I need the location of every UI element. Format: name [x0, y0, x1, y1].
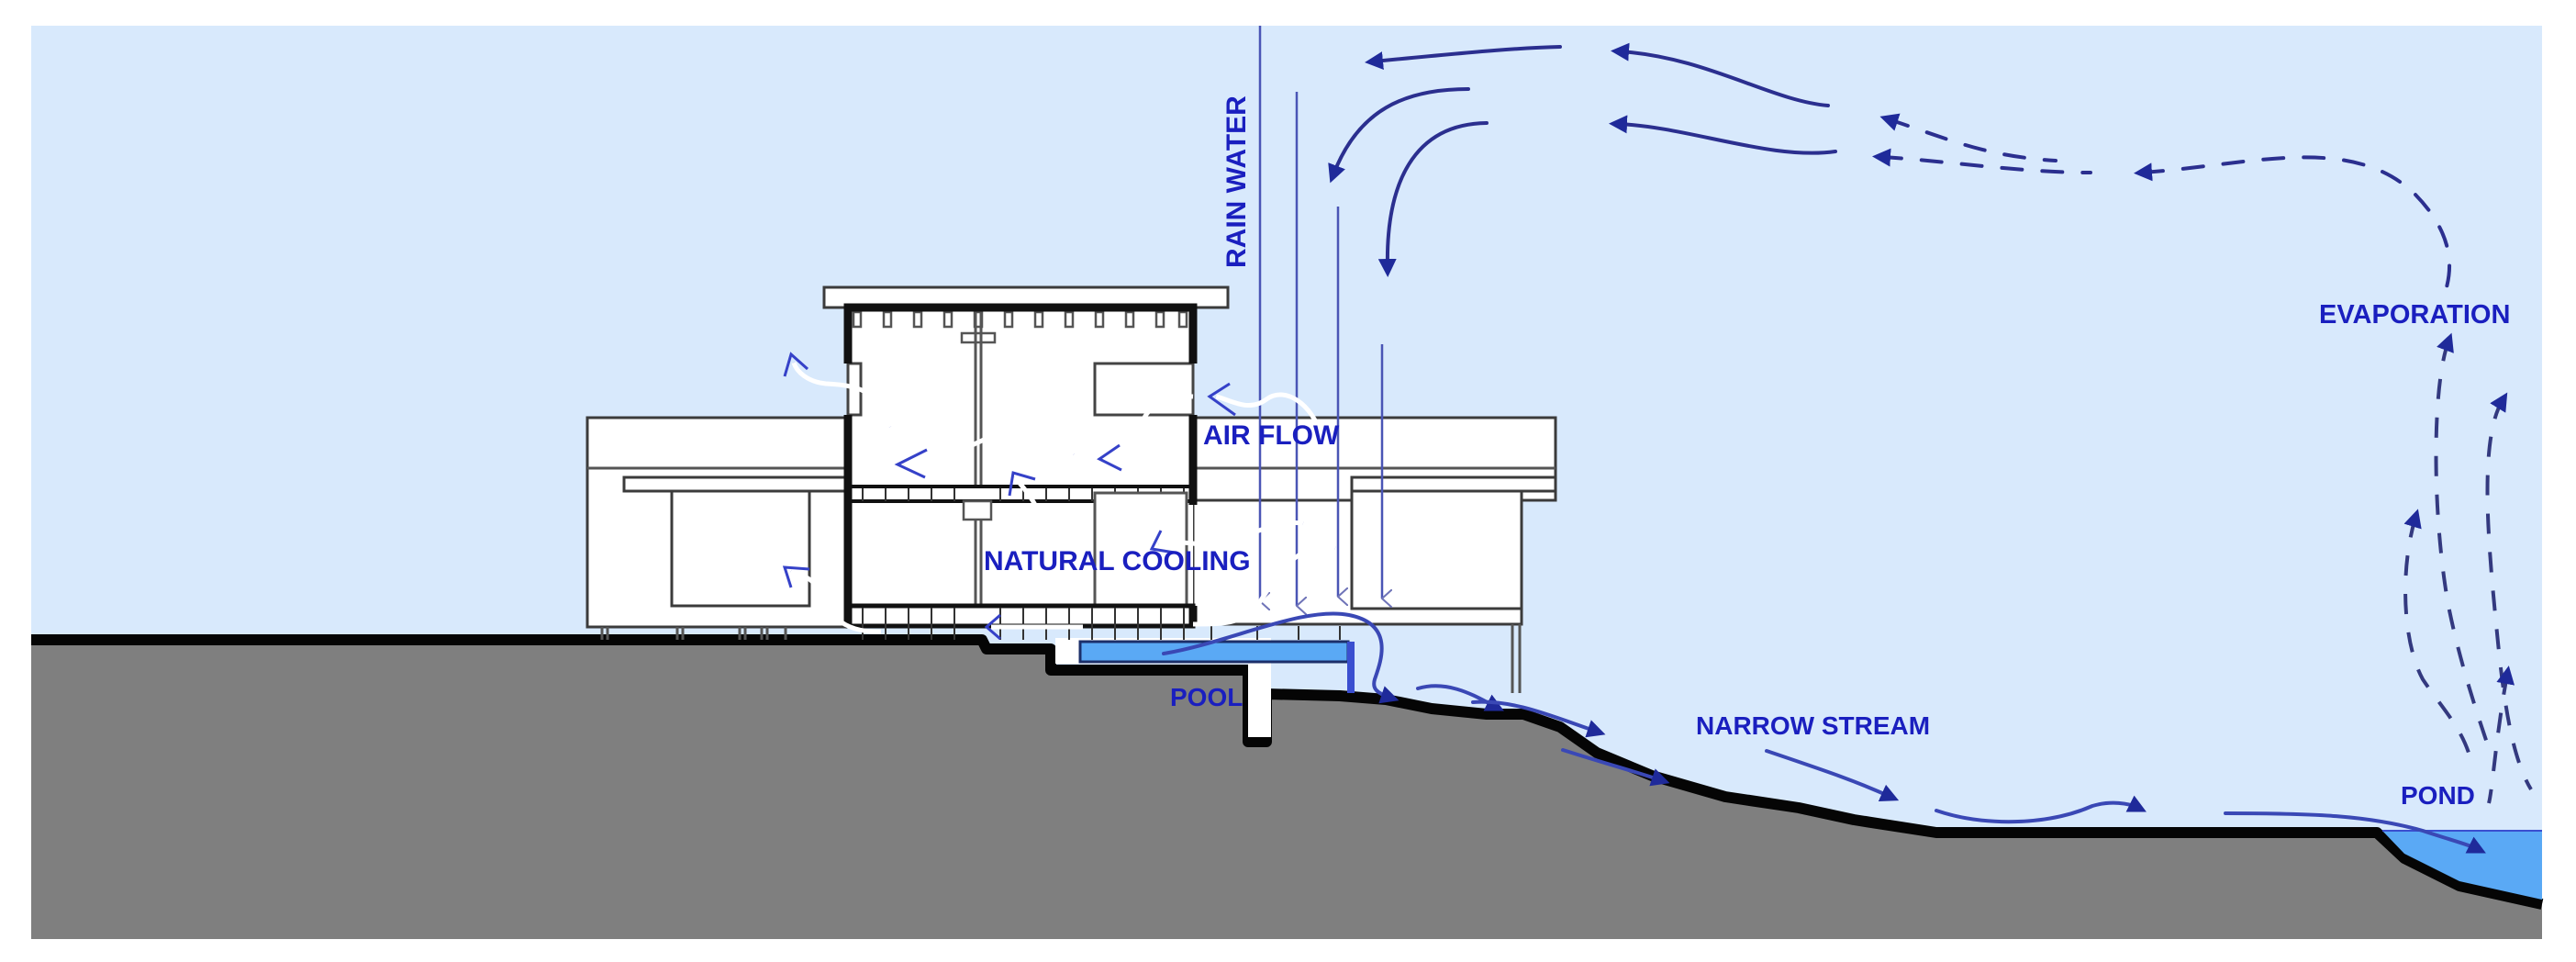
cloud-circulation-arrows: [1328, 42, 1837, 277]
air-flow-label: AIR FLOW: [1203, 420, 1340, 451]
ground: [31, 640, 2542, 939]
natural-cooling-label: NATURAL COOLING: [984, 546, 1251, 576]
pool-label: POOL: [1170, 683, 1243, 711]
narrow-stream-label: NARROW STREAM: [1696, 711, 1930, 740]
air-flow-arrows: [782, 352, 1336, 641]
evaporation-dashed-arrows: [1872, 113, 2533, 804]
pond-water: [2382, 831, 2542, 900]
building-section: [585, 285, 1557, 693]
pool-water: [1078, 640, 1350, 664]
rain-arrows: [1258, 26, 1382, 606]
rain-water-label: RAIN WATER: [1221, 95, 1252, 268]
evaporation-label: EVAPORATION: [2319, 300, 2510, 330]
ground-edge: [31, 634, 2544, 910]
pool-edge: [1347, 642, 1355, 693]
stream-arrows: [1162, 611, 2486, 854]
pond-label: POND: [2401, 781, 2475, 810]
